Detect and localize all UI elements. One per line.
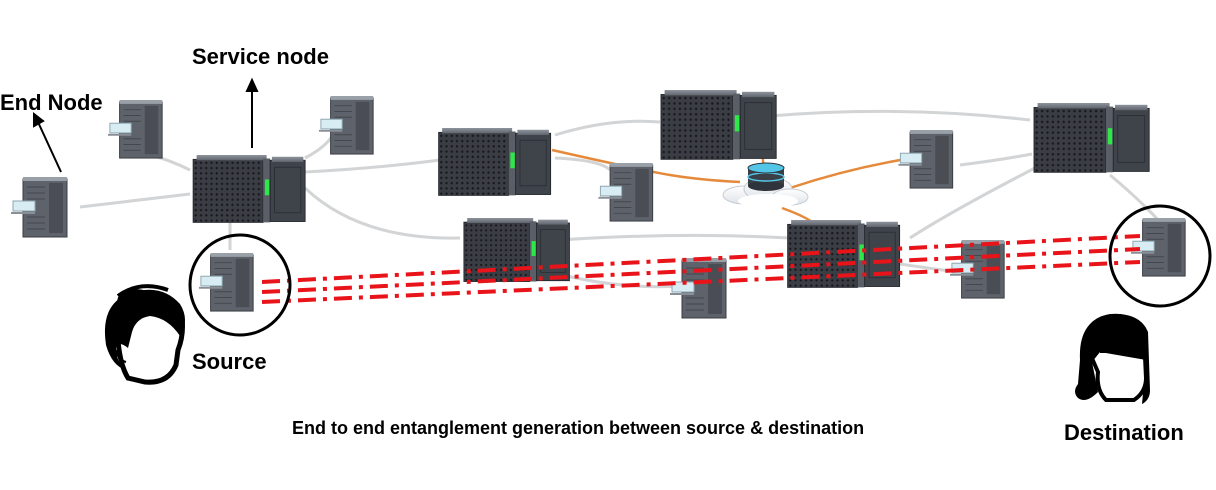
end-node-server-icon (1129, 218, 1187, 278)
service-node-server-icon (438, 128, 552, 196)
diagram-caption: End to end entanglement generation betwe… (292, 418, 865, 438)
destination-label: Destination (1064, 420, 1184, 445)
end-node-server-icon (9, 177, 69, 239)
source-label: Source (192, 349, 267, 374)
cloud-database-icon (722, 162, 809, 208)
end-node-server-icon (597, 163, 654, 223)
arrow-icon (33, 77, 259, 173)
service-node-label: Service node (192, 44, 329, 69)
source-node-circle (188, 233, 292, 337)
person-source-icon (104, 284, 185, 385)
service-node-server-icon (1033, 103, 1150, 173)
end-node-server-icon (317, 96, 375, 156)
end-node-label: End Node (0, 90, 103, 115)
end-node-server-icon (197, 253, 255, 313)
end-node-server-icon (106, 100, 164, 160)
entanglement-links (261, 234, 1141, 304)
service-node-server-icon (192, 155, 306, 223)
end-node-server-icon (897, 130, 954, 190)
service-node-server-icon (660, 90, 777, 160)
destination-node-circle (1108, 204, 1212, 308)
end-node-server-icon (668, 258, 728, 320)
person-destination-icon (1075, 313, 1150, 404)
